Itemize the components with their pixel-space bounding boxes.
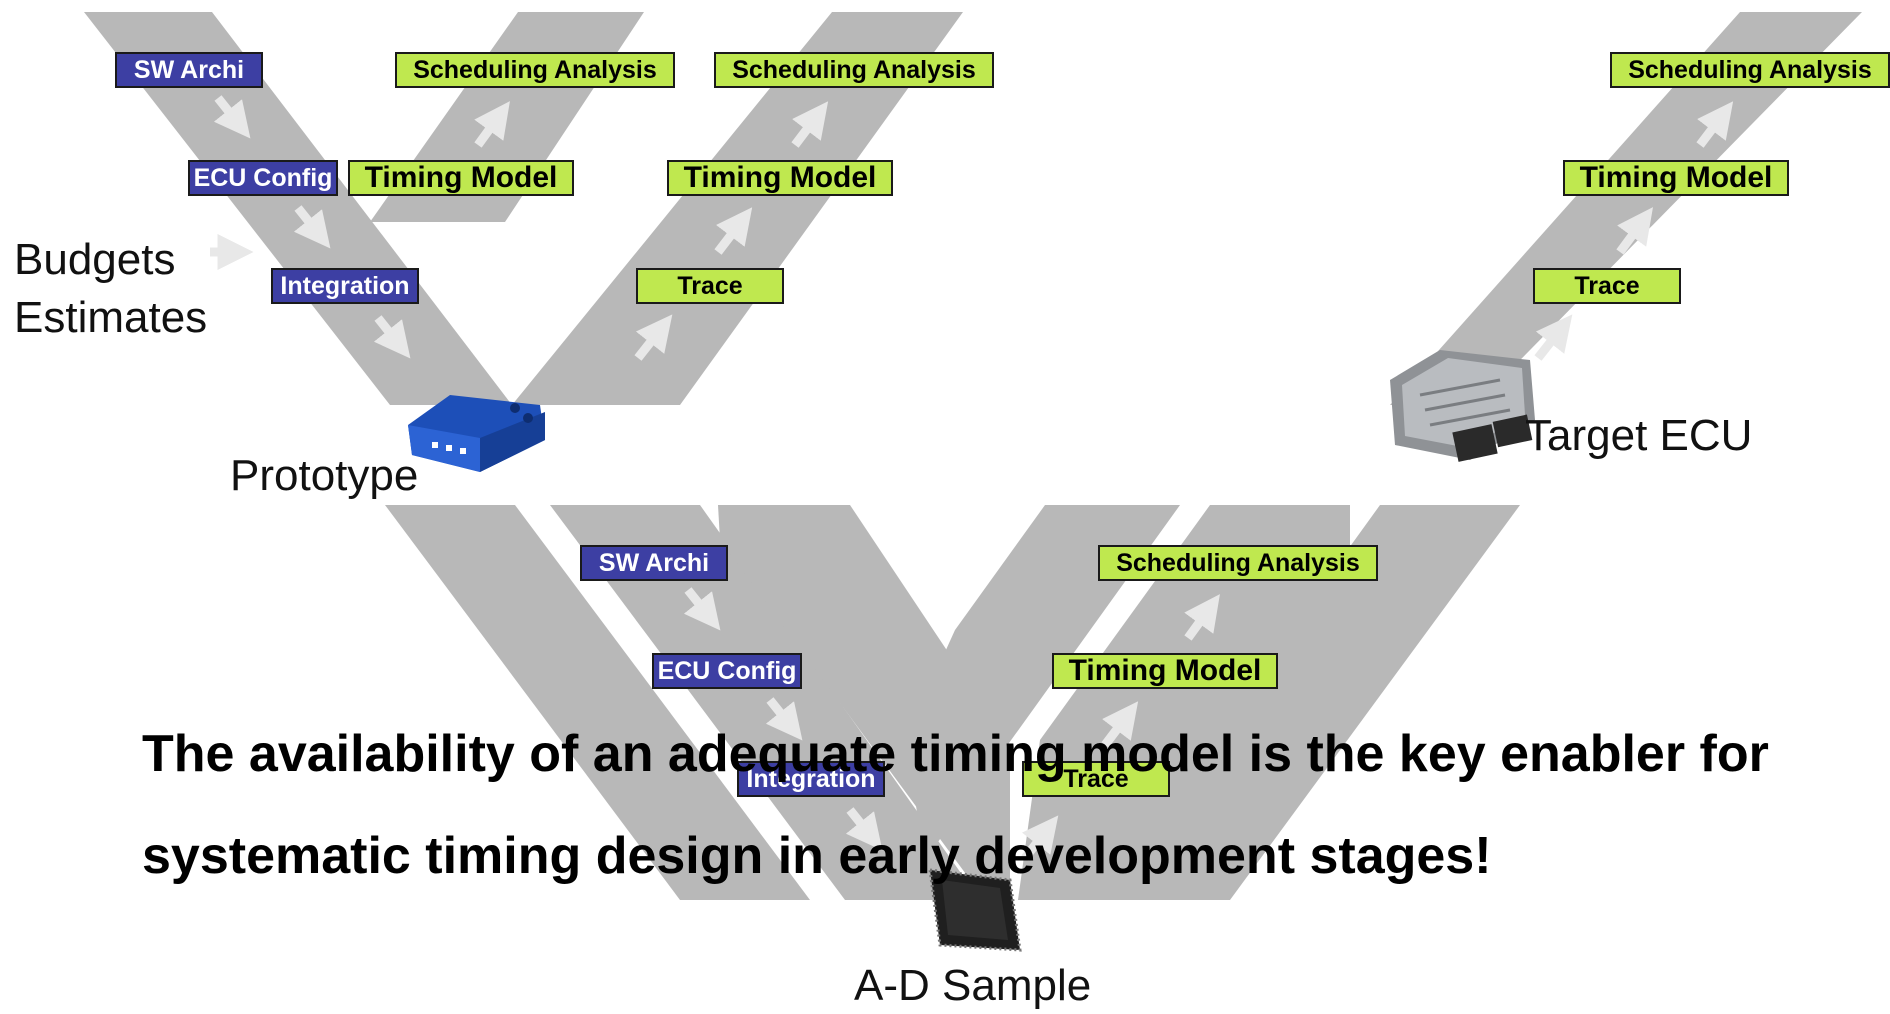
budgets-label: Budgets xyxy=(14,235,176,284)
arrow-bottom-up-1 xyxy=(1021,815,1059,861)
scheduling-analysis-box-2: Scheduling Analysis xyxy=(714,52,994,88)
band-bottom-inner-left xyxy=(550,505,980,900)
band-bottom-outer-left xyxy=(385,505,810,900)
headline-line-1: The availability of an adequate timing m… xyxy=(142,725,1769,783)
arrow-bottom-up-3 xyxy=(1184,594,1220,641)
headline-line-2: systematic timing design in early develo… xyxy=(142,827,1492,885)
timing-model-box-1: Timing Model xyxy=(348,160,574,196)
arrow-up-mid-2 xyxy=(714,207,753,255)
arrow-bottom-down-3 xyxy=(845,807,883,851)
ecu-config-box-bottom: ECU Config xyxy=(652,653,802,689)
ad-sample-label: A-D Sample xyxy=(854,961,1092,1010)
sw-archi-box-bottom: SW Archi xyxy=(580,545,728,581)
arrow-up-mid-1 xyxy=(634,314,673,361)
arrow-up-mid-3 xyxy=(791,101,829,148)
band-bottom-outer-right xyxy=(1140,505,1520,900)
arrow-up-right-3 xyxy=(1696,101,1734,148)
prototype-label: Prototype xyxy=(230,451,419,500)
trace-box-2: Trace xyxy=(1533,268,1681,304)
timing-model-box-3: Timing Model xyxy=(1563,160,1789,196)
timing-model-box-2: Timing Model xyxy=(667,160,893,196)
arrow-bottom-up-2 xyxy=(1101,701,1139,748)
ecu-config-box: ECU Config xyxy=(188,160,338,196)
timing-model-box-4: Timing Model xyxy=(1052,653,1278,689)
prototype-device-icon xyxy=(408,395,545,472)
integration-box: Integration xyxy=(271,268,419,304)
arrow-up-right-2 xyxy=(1616,207,1653,255)
arrow-down-3 xyxy=(373,315,411,359)
scheduling-analysis-box-1: Scheduling Analysis xyxy=(395,52,675,88)
arrow-down-2 xyxy=(293,205,331,249)
band-bottom-inner-right xyxy=(905,505,1180,860)
arrow-up-left-v xyxy=(474,101,510,148)
scheduling-analysis-box-4: Scheduling Analysis xyxy=(1098,545,1378,581)
integration-box-bottom: Integration xyxy=(737,761,885,797)
arrow-up-right-1 xyxy=(1534,314,1573,361)
sw-archi-box: SW Archi xyxy=(115,52,263,88)
arrow-bottom-down-1 xyxy=(683,587,721,631)
target-ecu-icon xyxy=(1390,350,1535,462)
trace-box-1: Trace xyxy=(636,268,784,304)
scheduling-analysis-box-3: Scheduling Analysis xyxy=(1610,52,1890,88)
arrow-down-1 xyxy=(213,95,251,139)
microchip-icon xyxy=(928,868,1022,952)
band-bottom-mid-right xyxy=(1018,505,1350,900)
trace-box-3: Trace xyxy=(1022,761,1170,797)
estimates-label: Estimates xyxy=(14,293,208,342)
target-ecu-label: Target ECU xyxy=(1525,411,1753,460)
arrow-bottom-down-2 xyxy=(765,697,803,741)
